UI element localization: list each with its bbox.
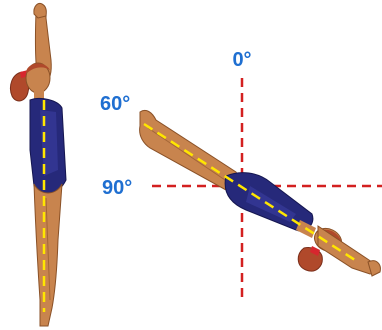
- angle-label-60-degrees: 60°: [100, 93, 130, 115]
- inclined-gymnast-leg-split: [148, 128, 228, 182]
- inclined-gymnast-arms: [318, 226, 376, 274]
- standing-gymnast-hand: [34, 3, 46, 18]
- angle-label-90-degrees: 90°: [102, 177, 132, 199]
- angle-label-0-degrees: 0°: [232, 49, 251, 71]
- inclined-gymnast-legs: [140, 110, 239, 190]
- inclined-gymnast-figure: [140, 110, 381, 276]
- standing-gymnast-figure: [10, 3, 66, 326]
